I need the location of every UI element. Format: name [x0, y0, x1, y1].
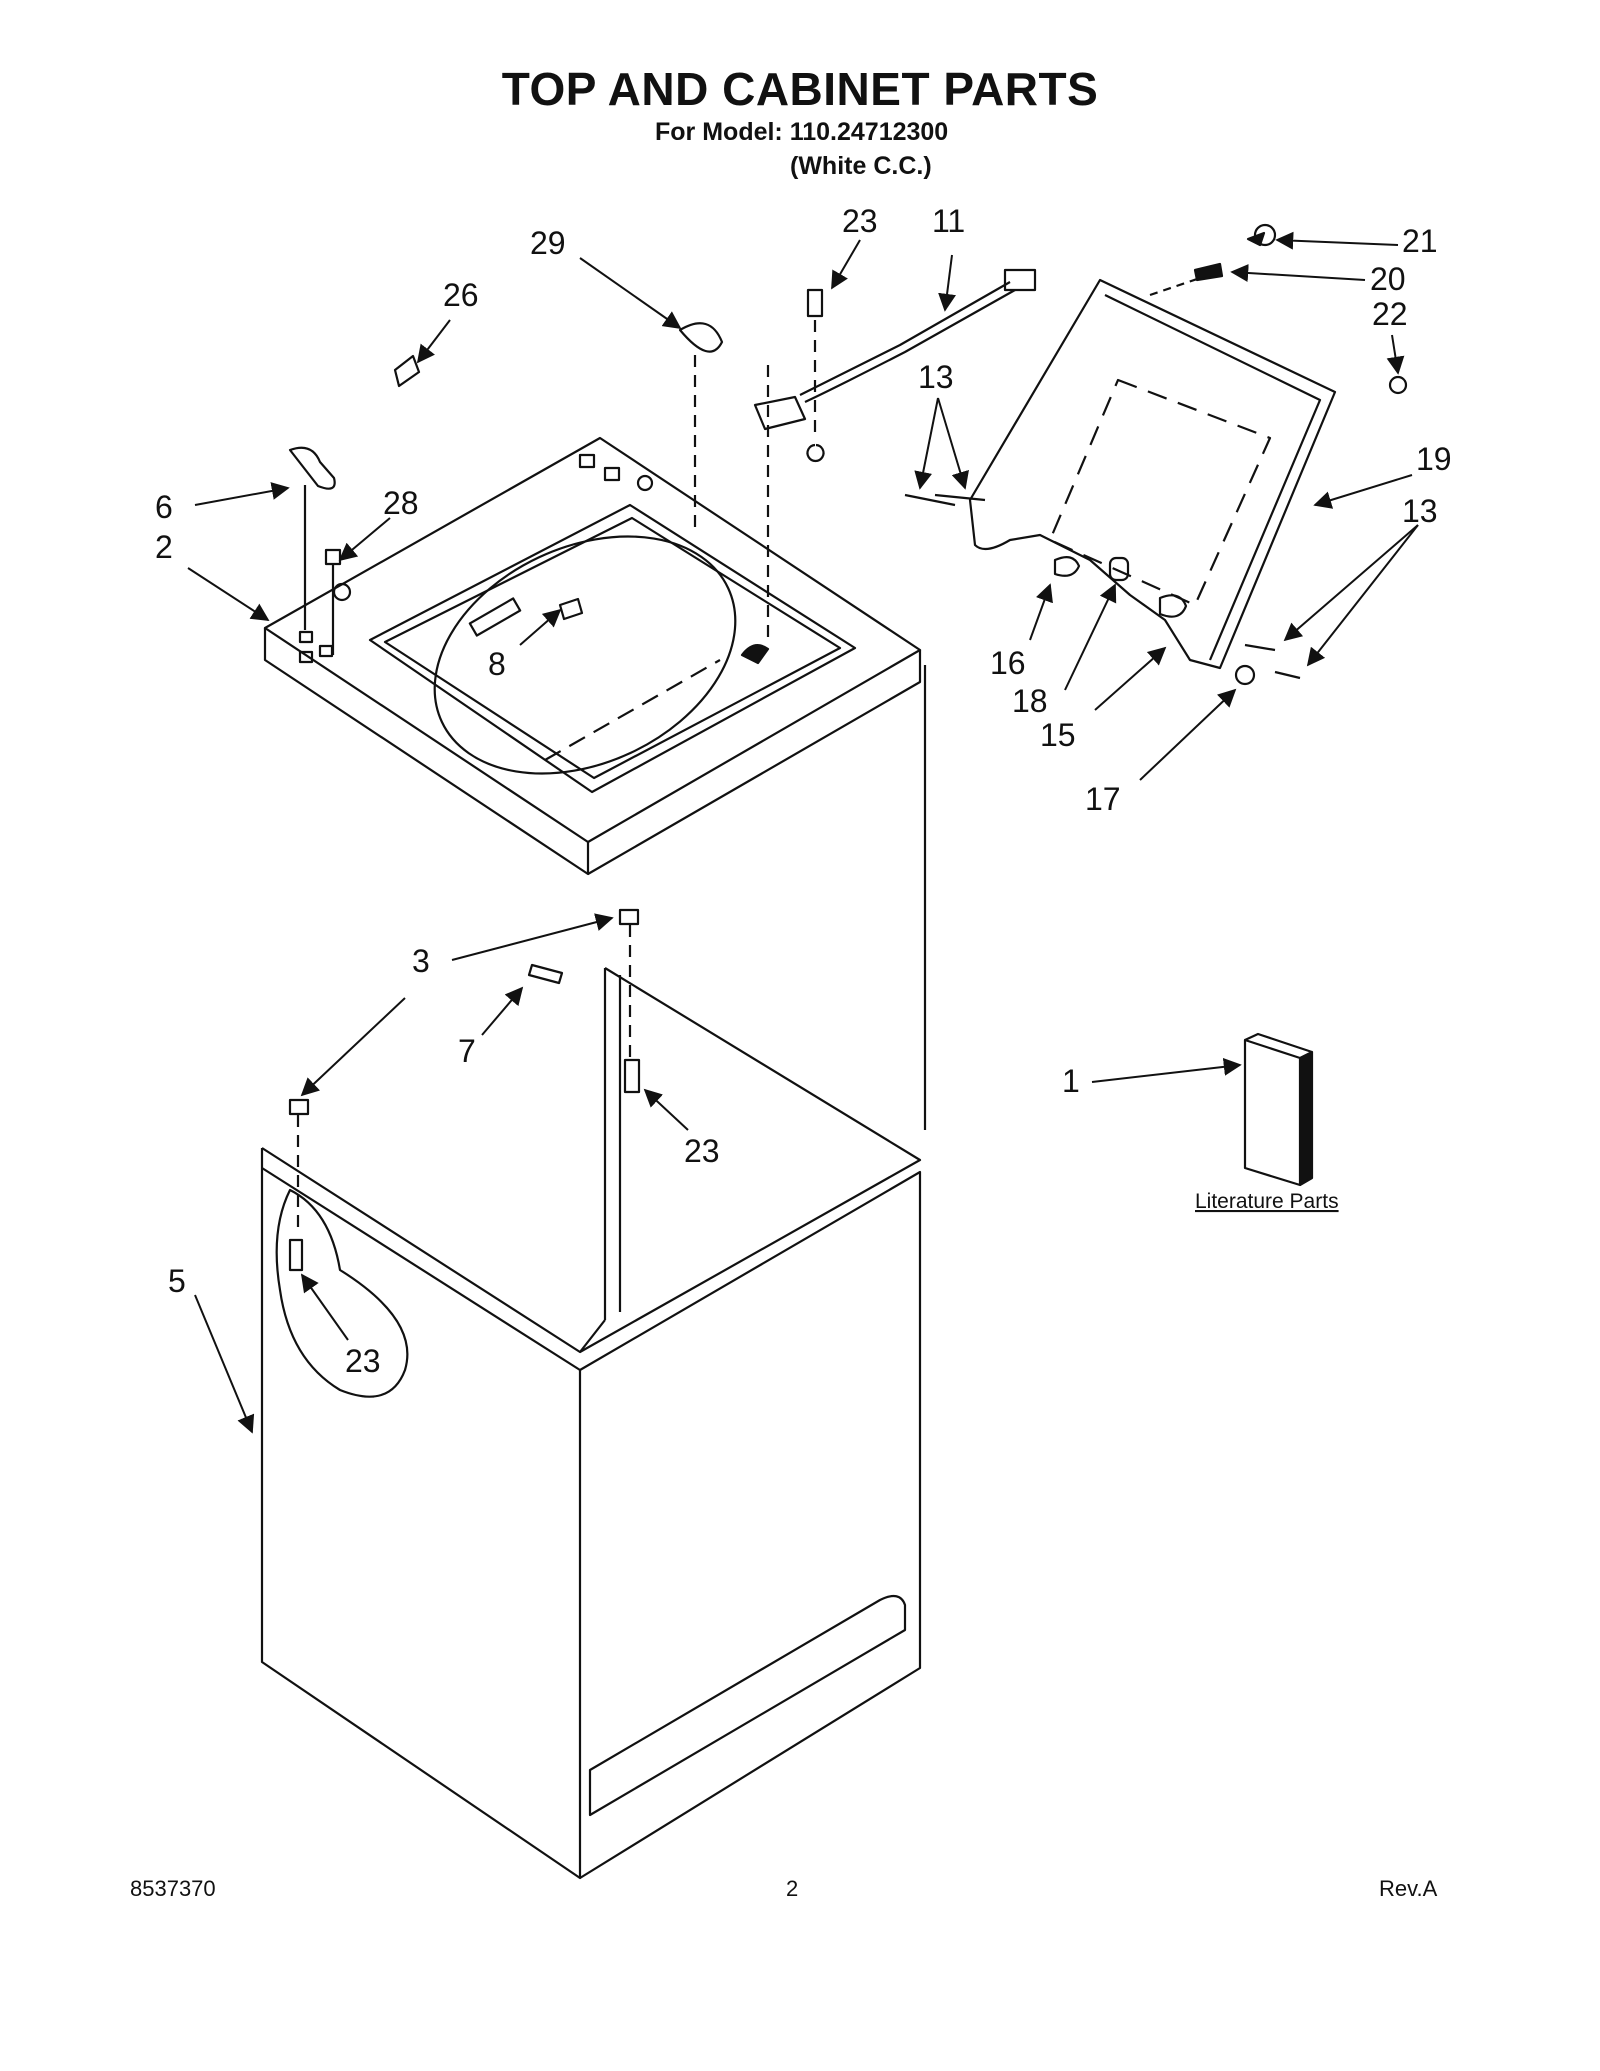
part-3-upper — [618, 908, 640, 926]
wire-harness-part — [753, 268, 1037, 462]
callout-16: 16 — [990, 645, 1026, 681]
callout-5: 5 — [168, 1263, 186, 1299]
callout-1: 1 — [1062, 1063, 1080, 1099]
part-28-shape — [324, 548, 342, 566]
lid-part — [968, 278, 1337, 670]
callout-23-top: 23 — [842, 203, 878, 239]
callout-20: 20 — [1370, 261, 1406, 297]
revision-label: Rev.A — [1379, 1876, 1438, 1901]
part-23-screw-upper — [623, 1058, 641, 1094]
part-29-shape — [678, 322, 724, 353]
callout-7: 7 — [458, 1033, 476, 1069]
callout-26: 26 — [443, 277, 479, 313]
part-7-screw — [527, 963, 564, 985]
variant-line: (White C.C.) — [790, 152, 932, 180]
callout-15: 15 — [1040, 717, 1076, 753]
part-3-lower — [288, 1098, 310, 1116]
part-8-screw — [558, 597, 584, 621]
hinge-hardware — [904, 223, 1408, 686]
callout-29: 29 — [530, 225, 566, 261]
callout-23-bottom: 23 — [345, 1343, 381, 1379]
model-line: For Model: 110.24712300 — [655, 118, 949, 146]
part-23-screw-lower — [288, 1238, 304, 1272]
callout-11: 11 — [932, 203, 965, 239]
callout-23-middle: 23 — [684, 1133, 720, 1169]
literature-parts-label: Literature Parts — [1195, 1190, 1339, 1213]
callout-8: 8 — [488, 646, 506, 682]
page-number: 2 — [786, 1876, 799, 1901]
callout-2: 2 — [155, 529, 173, 565]
part-26-shape — [393, 354, 421, 388]
part-23-screw-top — [806, 288, 824, 318]
callout-13-left: 13 — [918, 359, 954, 395]
callout-13-right: 13 — [1402, 493, 1438, 529]
cabinet-part — [260, 665, 927, 1880]
part-6-shape — [288, 446, 336, 490]
callout-17: 17 — [1085, 781, 1121, 817]
callout-19: 19 — [1416, 441, 1452, 477]
callout-28: 28 — [383, 485, 419, 521]
callout-21: 21 — [1402, 223, 1438, 259]
literature-book-part — [1243, 1032, 1314, 1187]
callout-3: 3 — [412, 943, 430, 979]
callout-22: 22 — [1372, 296, 1408, 332]
document-number: 8537370 — [130, 1876, 216, 1901]
washer-top-part — [263, 436, 922, 876]
page-title: TOP AND CABINET PARTS — [501, 63, 1099, 115]
callout-6: 6 — [155, 489, 173, 525]
callout-18: 18 — [1012, 683, 1048, 719]
